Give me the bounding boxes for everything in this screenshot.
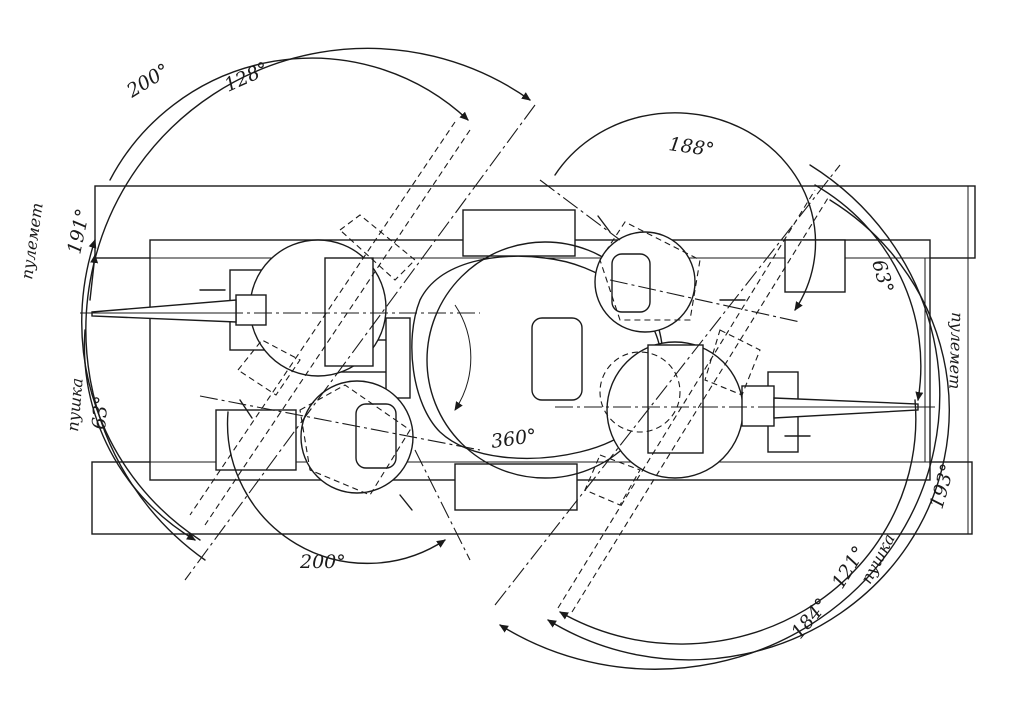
mg-details <box>199 215 811 511</box>
left-gun-barrel <box>91 299 237 323</box>
right-arcs <box>499 112 950 670</box>
sweep-diagonals <box>184 104 841 613</box>
arc-193 <box>499 164 941 670</box>
left-front-turret-cupola <box>324 257 374 367</box>
label-128: 128° <box>221 58 272 97</box>
arc-184 <box>547 199 950 661</box>
label-right-mg-word: пулемет <box>945 312 967 390</box>
arc-63-left <box>83 329 196 541</box>
right-engine-box <box>784 239 846 293</box>
arc-191 <box>81 239 201 541</box>
right-turret-swept-top <box>704 329 761 396</box>
left-turret-swept-bottom <box>237 339 301 396</box>
arc-121 <box>559 399 917 645</box>
main-turret <box>385 241 664 479</box>
left-rear-turret-swept <box>299 384 411 496</box>
main-turret-mantlet <box>385 317 411 399</box>
arc-128 <box>109 57 469 181</box>
arc-63-right <box>814 184 924 401</box>
label-184: 184° <box>787 594 833 643</box>
arc-200-bottom <box>226 411 446 565</box>
top-hatch-box <box>462 209 576 257</box>
right-front-turret <box>594 221 701 333</box>
right-front-turret-hatch <box>611 253 651 313</box>
label-200-bottom: 200° <box>299 551 346 573</box>
left-rear-turret <box>299 380 414 496</box>
right-gun-barrel <box>773 397 919 419</box>
left-rear-turret-hatch <box>355 403 397 469</box>
bottom-hatch-box <box>454 463 578 511</box>
label-left-gun-word: пушка <box>63 377 87 432</box>
left-arcs <box>81 47 531 565</box>
label-left-mg-word: пулемет <box>17 202 47 281</box>
arc-200-outer <box>85 47 531 561</box>
arc-188 <box>554 112 817 311</box>
label-188: 188° <box>667 133 715 161</box>
right-front-turret-swept <box>599 221 701 321</box>
center-lines <box>80 179 935 561</box>
label-63-left: 63° <box>88 395 113 430</box>
right-rear-turret <box>606 341 935 479</box>
main-turret-hatch <box>531 317 583 401</box>
left-gun-mount <box>235 294 267 326</box>
right-turret-swept-bottom <box>584 454 641 506</box>
label-200-top: 200° <box>122 59 173 102</box>
right-rear-swept-circle <box>599 351 681 433</box>
label-191: 191° <box>63 207 94 256</box>
right-gun-mount <box>741 385 775 427</box>
